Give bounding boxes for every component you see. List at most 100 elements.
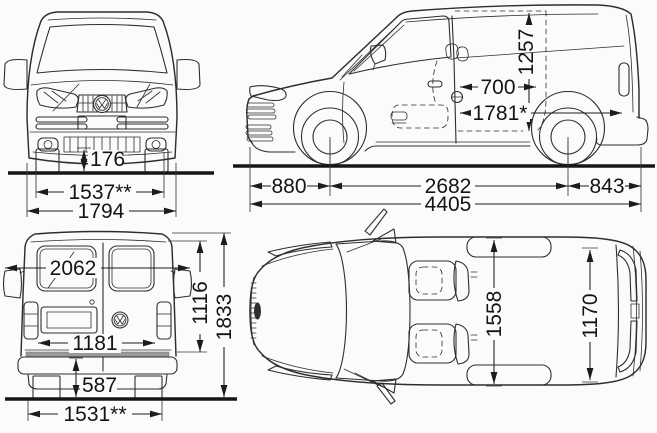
rear-license-recess — [40, 306, 98, 334]
top-wipers-icon — [343, 238, 384, 388]
dim-width-incl-mirrors: 2062 — [5, 257, 190, 280]
top-right-taillight — [617, 320, 638, 373]
front-right-foglight — [145, 137, 167, 152]
dim-overall-height: 1833 — [172, 232, 236, 397]
front-cowl-line — [30, 80, 174, 86]
side-rear-bumper — [595, 116, 649, 146]
dim-label-rear-overhang: 843 — [589, 175, 624, 198]
side-roof-inner-line — [405, 13, 599, 23]
sliding-door-opening-dashed — [454, 10, 547, 131]
dim-label-overall-length: 4405 — [425, 193, 472, 216]
top-passenger-seat — [408, 323, 478, 365]
dim-front-track: 1537** — [35, 152, 165, 204]
dim-label-opening-width: 1181 — [72, 332, 117, 355]
side-front-valance — [251, 142, 296, 153]
side-body-outline — [246, 4, 640, 144]
side-window-inner-line — [353, 24, 405, 72]
rear-view: 2062 1116 1833 1181 587 — [2, 230, 237, 426]
dim-label-ground-clearance: 176 — [90, 148, 125, 171]
dim-label-overall-height: 1833 — [213, 294, 236, 341]
rear-right-taillight — [156, 301, 172, 340]
dim-label-cargo-height: 1257 — [515, 29, 538, 76]
rear-right-tire — [134, 375, 163, 399]
side-door-window — [348, 15, 452, 75]
dim-loading-height: 587 — [69, 357, 117, 397]
side-grille-slats — [245, 102, 277, 142]
side-headlight — [249, 85, 287, 102]
dim-wheelbase: 2682 — [330, 175, 568, 198]
rear-bumper — [17, 356, 178, 375]
dim-label-front-overhang: 880 — [271, 175, 306, 198]
top-rear-license — [630, 303, 640, 319]
dim-width-between-arches: 1170 — [579, 247, 602, 383]
front-left-foglight — [37, 137, 59, 152]
front-right-mirror — [176, 58, 201, 91]
top-front-emblem — [254, 302, 261, 320]
top-left-door-rail — [466, 236, 552, 258]
dim-ground-clearance: 176 — [77, 147, 125, 171]
top-hood-lines — [261, 248, 334, 374]
rear-left-taillight — [23, 301, 39, 340]
side-view: 1257 700 1781* 880 2682 843 — [233, 4, 655, 216]
seat-dashed-outline — [391, 60, 524, 132]
side-sill — [364, 145, 531, 152]
dim-label-opening-height: 1116 — [189, 281, 212, 325]
side-mirror — [369, 44, 387, 71]
top-left-taillight — [617, 249, 638, 302]
front-license-plate — [77, 115, 127, 130]
front-wipers-icon — [52, 83, 151, 112]
dim-opening-height: 1116 — [168, 240, 212, 353]
rear-left-tire — [32, 375, 61, 399]
fuel-cap-icon — [450, 90, 464, 104]
side-extension-lines — [249, 140, 642, 212]
front-windshield — [36, 23, 168, 74]
dim-rear-track: 1531** — [27, 400, 163, 426]
dim-label-rear-track: 1531** — [63, 403, 126, 426]
vw-logo-rear-icon — [111, 311, 129, 329]
top-right-headlight — [267, 365, 333, 381]
front-door-handle — [427, 80, 443, 88]
front-roof-line — [47, 17, 157, 21]
front-view: 176 1537** 1794 — [3, 11, 214, 223]
side-door-front-edge — [342, 81, 345, 144]
top-rear-roof-edge — [615, 244, 620, 378]
seat-headrests — [445, 43, 469, 62]
top-right-mirror — [372, 378, 397, 405]
front-grille — [76, 94, 128, 113]
dim-door-width: 700 — [460, 76, 536, 99]
dim-label-cargo-length: 1781* — [473, 102, 528, 125]
top-rear-face-lines — [632, 245, 643, 377]
side-rear-pillar-line — [625, 14, 634, 113]
top-front-edge — [250, 276, 255, 346]
top-left-mirror — [364, 208, 397, 244]
dim-label-body-width: 1794 — [78, 200, 125, 223]
rear-body-outline — [20, 230, 177, 357]
top-grille-hatch — [250, 282, 257, 339]
dim-label-door-width: 700 — [480, 76, 515, 99]
rear-roof-inner-line — [30, 239, 167, 243]
dim-label-cargo-width: 1558 — [483, 291, 506, 338]
dim-label-front-track: 1537** — [68, 181, 131, 204]
top-left-headlight — [267, 241, 333, 257]
dim-cargo-width: 1558 — [483, 237, 506, 387]
rear-right-mirror — [170, 268, 193, 299]
top-right-door-rail — [466, 364, 552, 386]
dim-overall-length: 4405 — [250, 193, 641, 216]
dim-rear-overhang: 843 — [568, 175, 641, 198]
top-view: 1558 1170 — [249, 208, 647, 405]
side-step-detail — [390, 111, 408, 124]
dim-label-wheelbase: 2682 — [425, 175, 472, 198]
rear-door-handle — [618, 62, 630, 97]
dim-label-width-incl-mirrors: 2062 — [50, 257, 97, 280]
top-windshield — [335, 240, 411, 382]
dim-opening-width: 1181 — [38, 332, 155, 355]
dim-body-width: 1794 — [26, 163, 177, 223]
side-windshield-wiper-icon — [341, 54, 363, 78]
top-driver-seat — [408, 260, 478, 302]
dim-front-overhang: 880 — [250, 175, 330, 198]
front-left-headlight-detail — [43, 90, 67, 104]
dim-label-loading-height: 587 — [82, 374, 117, 397]
front-right-headlight-detail — [137, 90, 161, 104]
